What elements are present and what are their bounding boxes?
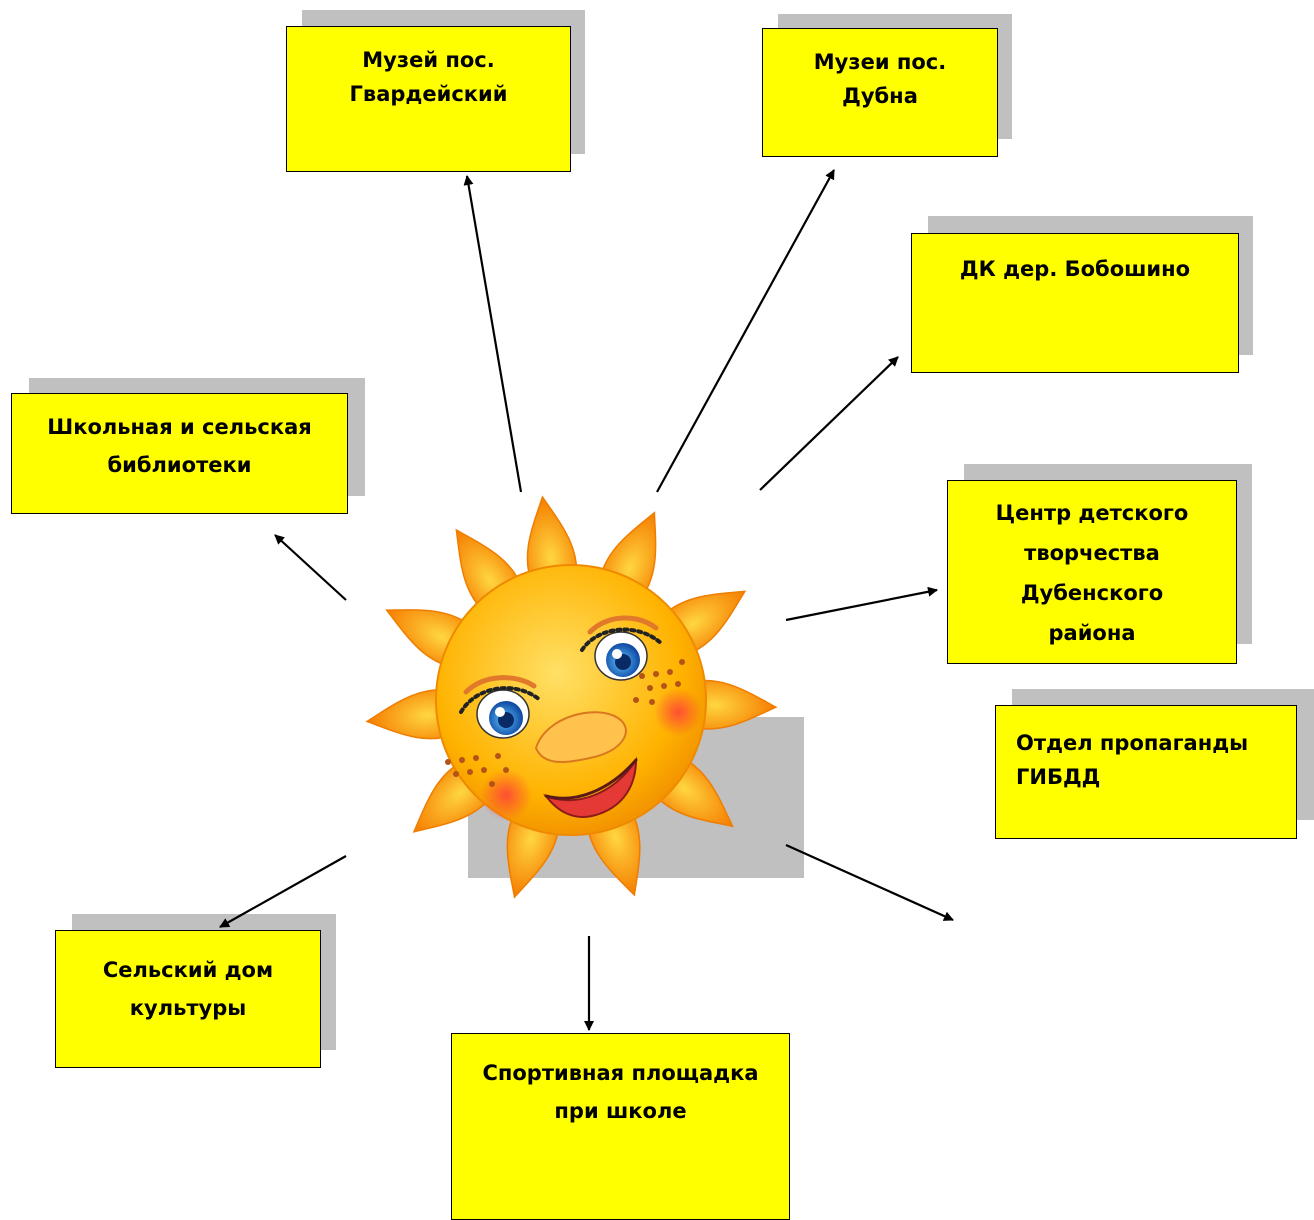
sun-mouth <box>543 756 638 818</box>
node-center-children: Центр детского творчества Дубенского рай… <box>947 480 1237 664</box>
node-label-line: Спортивная площадка <box>482 1061 759 1085</box>
node-label-line: при школе <box>554 1099 687 1123</box>
node-label-line: Гвардейский <box>349 82 508 106</box>
arrow-to-center-children <box>785 586 938 622</box>
right-eye <box>580 615 664 681</box>
arrow-to-village-culture-house <box>219 855 347 928</box>
left-cheek <box>480 769 532 821</box>
node-museum-dubna: Музеи пос. Дубна <box>762 28 998 157</box>
sun-nose <box>534 711 627 764</box>
node-label-line: творчества <box>1024 541 1160 565</box>
node-sports-ground: Спортивная площадка при школе <box>451 1033 790 1220</box>
node-label-line: Отдел пропаганды <box>1016 731 1249 755</box>
arrow-to-dk-boboshino <box>759 356 899 491</box>
node-gibdd: Отдел пропаганды ГИБДД <box>995 705 1297 839</box>
node-museum-gvardeysky: Музей пос. Гвардейский <box>286 26 571 172</box>
node-village-culture-house: Сельский дом культуры <box>55 930 321 1068</box>
node-label-line: Музеи пос. <box>813 50 947 74</box>
node-label-line: района <box>1048 621 1136 645</box>
node-label-line: Сельский дом <box>102 958 274 982</box>
arrow-to-libraries <box>274 534 347 601</box>
node-label-line: ДК дер. Бобошино <box>959 257 1191 281</box>
node-libraries: Школьная и сельская библиотеки <box>11 393 348 514</box>
node-dk-boboshino: ДК дер. Бобошино <box>911 233 1239 373</box>
freckles <box>445 659 685 787</box>
left-eye <box>459 675 542 739</box>
smiling-sun-icon <box>365 495 778 899</box>
node-label-line: Музей пос. <box>362 48 495 72</box>
node-label-line: Центр детского <box>995 501 1189 525</box>
node-label-line: культуры <box>129 996 247 1020</box>
node-label-line: Дубенского <box>1020 581 1164 605</box>
node-label-line: ГИБДД <box>1016 765 1101 789</box>
node-label-line: Школьная и сельская <box>47 415 312 439</box>
node-label-line: Дубна <box>842 84 918 108</box>
node-label-line: библиотеки <box>107 453 252 477</box>
right-cheek <box>654 688 702 736</box>
arrow-to-museum-dubna <box>656 169 835 493</box>
arrow-to-museum-gvardeysky <box>463 175 523 493</box>
arrow-to-gibdd <box>785 843 954 922</box>
